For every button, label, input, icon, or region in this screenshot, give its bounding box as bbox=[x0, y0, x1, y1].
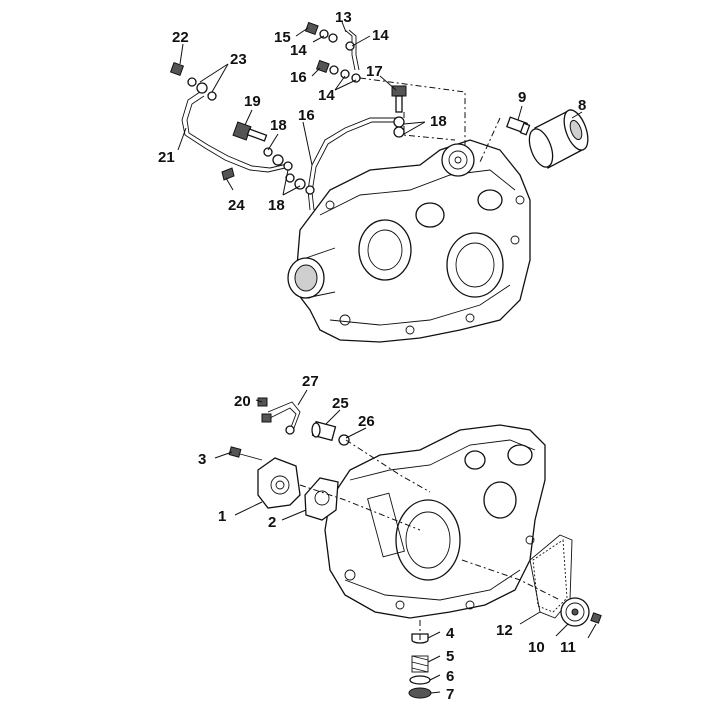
callout-21: 21 bbox=[158, 149, 175, 166]
callout-13: 13 bbox=[335, 9, 352, 26]
callout-11: 11 bbox=[560, 639, 576, 656]
oil-pipe-21 bbox=[181, 91, 286, 173]
callout-3: 3 bbox=[198, 451, 206, 468]
callout-18b: 18 bbox=[268, 197, 285, 214]
banjo-fittings-top bbox=[304, 21, 361, 83]
callout-5: 5 bbox=[446, 648, 454, 665]
secondary-bore bbox=[446, 232, 504, 298]
callout-24: 24 bbox=[228, 197, 245, 214]
callout-6: 6 bbox=[446, 668, 454, 685]
pump-gasket-part bbox=[304, 477, 339, 521]
filter-union-bolt-part bbox=[505, 116, 531, 136]
main-bore bbox=[358, 219, 412, 281]
sprocket-bolt-11 bbox=[590, 612, 602, 624]
callout-14b: 14 bbox=[372, 27, 389, 44]
callout-27: 27 bbox=[302, 373, 319, 390]
callout-25: 25 bbox=[332, 395, 349, 412]
callout-17: 17 bbox=[366, 63, 383, 80]
pipe-clamp-24 bbox=[221, 167, 235, 181]
banjo-bolt-17 bbox=[391, 85, 407, 138]
callout-labels: 22 23 21 24 19 18 16 18 15 14 13 14 16 1… bbox=[158, 9, 586, 703]
oil-filter-part bbox=[528, 109, 589, 169]
callout-8: 8 bbox=[578, 97, 586, 114]
callout-1: 1 bbox=[218, 508, 226, 525]
drive-chain-part bbox=[529, 534, 573, 619]
upper-crankcase-housing bbox=[294, 139, 531, 343]
lower-crankcase-assembly bbox=[214, 389, 602, 699]
callout-14a: 14 bbox=[290, 42, 307, 59]
callout-9: 9 bbox=[518, 89, 526, 106]
callout-14c: 14 bbox=[318, 87, 335, 104]
callout-19: 19 bbox=[244, 93, 261, 110]
callout-15: 15 bbox=[274, 29, 291, 46]
callout-26: 26 bbox=[358, 413, 375, 430]
callout-10: 10 bbox=[528, 639, 545, 656]
bolt-19 bbox=[232, 121, 268, 142]
relief-valve-stack bbox=[408, 633, 432, 699]
callout-16a: 16 bbox=[290, 69, 307, 86]
oil-pipe-27 bbox=[257, 397, 301, 435]
pump-bolt-3 bbox=[228, 446, 263, 461]
crank-bore bbox=[395, 499, 461, 581]
callout-12: 12 bbox=[496, 622, 513, 639]
callout-16b: 16 bbox=[298, 107, 315, 124]
oil-pump-part bbox=[257, 457, 301, 509]
callout-18a: 18 bbox=[270, 117, 287, 134]
callout-4: 4 bbox=[446, 625, 455, 642]
callout-2: 2 bbox=[268, 514, 276, 531]
sprocket-10 bbox=[560, 597, 590, 627]
callout-20: 20 bbox=[234, 393, 251, 410]
o-ring-26 bbox=[338, 434, 350, 446]
callout-18c: 18 bbox=[430, 113, 447, 130]
oil-strainer-25 bbox=[311, 420, 337, 442]
callout-22: 22 bbox=[172, 29, 189, 46]
callout-23: 23 bbox=[230, 51, 247, 68]
callout-7: 7 bbox=[446, 686, 454, 703]
upper-crankcase-assembly bbox=[169, 21, 589, 343]
